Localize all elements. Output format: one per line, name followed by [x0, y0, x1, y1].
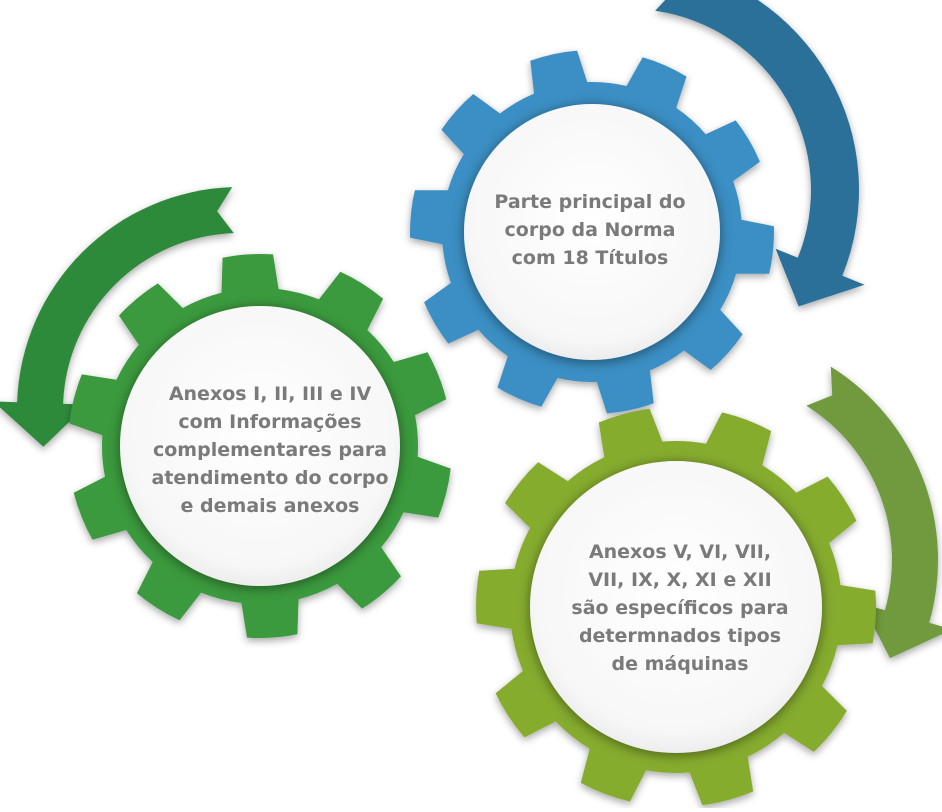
gear-olive [476, 408, 876, 806]
gear-green-center-disc [120, 306, 400, 586]
gear-green-label: Anexos I, II, III e IV com Informações c… [130, 370, 410, 530]
gear-olive-label-line: de máquinas [611, 653, 749, 675]
gear-blue-center-disc [464, 104, 720, 360]
gear-blue-label-line: Parte principal do [494, 191, 686, 213]
gear-green-label-line: complementares para [152, 439, 388, 461]
gear-green-label-line: Anexos I, II, III e IV [168, 383, 372, 405]
gear-olive-label-line: determnados tipos [578, 625, 782, 647]
blue-curved-arrow [655, 0, 865, 307]
gear-olive-label-line: Anexos V, VI, VII, [588, 541, 772, 563]
green-curved-arrow [0, 187, 234, 447]
gear-olive-center-disc [530, 461, 822, 753]
gear-green-label-line: com Informações [178, 411, 362, 433]
gear-blue-label-line: corpo da Norma [504, 219, 676, 241]
gear-green [69, 253, 451, 639]
gear-blue-label-line: com 18 Títulos [511, 247, 669, 269]
gear-olive-label: Anexos V, VI, VII, VII, IX, X, XI e XII … [540, 528, 820, 688]
gear-green-label-line: e demais anexos [180, 495, 360, 517]
gear-olive-label-line: são específicos para [571, 597, 789, 619]
gear-green-label-line: atendimento do corpo [151, 467, 389, 489]
gear-blue-label: Parte principal do corpo da Norma com 18… [470, 180, 710, 280]
olive-curved-arrow [806, 366, 942, 659]
gear-olive-label-line: VII, IX, X, XI e XII [588, 569, 772, 591]
gear-blue [410, 50, 774, 414]
